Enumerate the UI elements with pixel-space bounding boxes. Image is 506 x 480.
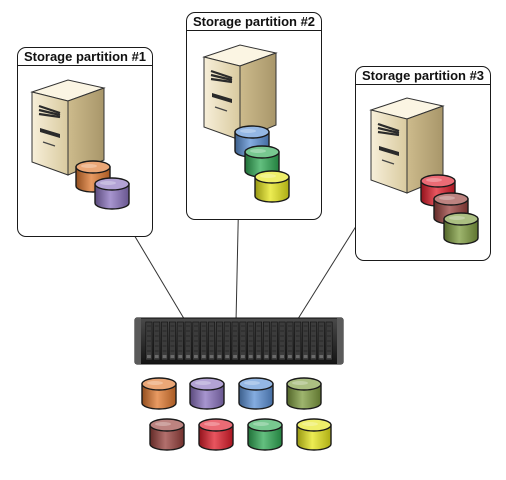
disk-icon [189,377,225,410]
partition-title: Storage partition #3 [356,67,490,85]
server-icon [30,79,106,176]
disk-icon [141,377,177,410]
disk-icon [149,418,185,451]
storage-array-icon [134,317,344,365]
disk-icon [238,377,274,410]
disk-icon [94,177,130,210]
disk-icon [247,418,283,451]
disk-icon [296,418,332,451]
partition-title: Storage partition #2 [187,13,321,31]
partition-title: Storage partition #1 [18,48,152,66]
disk-icon [443,212,479,245]
server-icon [202,44,278,141]
disk-icon [198,418,234,451]
disk-icon [286,377,322,410]
server-icon [369,97,445,194]
disk-icon [254,170,290,203]
